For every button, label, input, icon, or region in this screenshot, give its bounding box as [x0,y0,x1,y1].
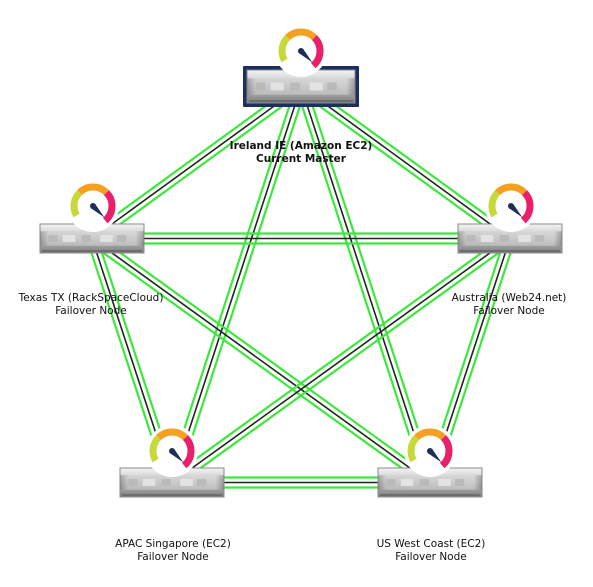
link-strand [91,85,302,240]
link-australia-apac [167,233,515,488]
link-strand [295,86,427,486]
node-name: Ireland IE (Amazon EC2) [229,140,373,152]
node-role: Failover Node [395,551,467,563]
node-role: Failover Node [137,551,209,563]
node-name: Texas TX (RackSpaceCloud) [18,292,164,304]
node-label-uswest: US West Coast (EC2) Failover Node [336,538,526,564]
link-strand [296,89,509,244]
link-ireland-uswest [295,83,436,486]
node-role: Current Master [256,153,346,165]
nodes-layer [39,25,563,498]
link-strand [175,86,307,486]
link-strand [173,241,515,488]
link-strand [166,83,298,483]
node-apac[interactable] [119,425,225,498]
link-strand [91,237,431,484]
link-strand [300,85,511,240]
link-strand [302,81,515,236]
node-name: Australia (Web24.net) [451,292,567,304]
gauge-icon [67,180,119,232]
gauge-icon [485,180,537,232]
node-role: Failover Node [55,305,127,317]
link-strand [171,237,511,484]
node-name: APAC Singapore (EC2) [115,538,231,550]
link-strand [171,85,302,484]
node-ireland[interactable] [243,25,359,107]
gauge-icon [146,425,198,477]
link-ireland-australia [296,81,515,244]
gauge-icon [275,25,327,77]
node-role: Failover Node [473,305,545,317]
link-strand [304,83,436,483]
links-layer [86,81,516,489]
link-ireland-apac [166,83,307,486]
link-strand [93,233,435,480]
link-strand [87,241,429,488]
server-icon [39,223,145,254]
node-label-australia: Australia (Web24.net) Failover Node [414,292,593,318]
link-texas-australia [90,232,512,245]
link-strand [300,85,431,484]
gauge-icon [404,425,456,477]
node-name: US West Coast (EC2) [376,538,486,550]
link-strand [87,81,300,236]
node-label-apac: APAC Singapore (EC2) Failover Node [78,538,268,564]
link-texas-uswest [87,233,435,488]
server-icon [377,467,483,498]
link-strand [93,89,306,244]
link-strand [167,233,509,480]
node-texas[interactable] [39,180,145,254]
node-label-texas: Texas TX (RackSpaceCloud) Failover Node [0,292,186,318]
node-uswest[interactable] [377,425,483,498]
node-australia[interactable] [457,180,563,254]
node-label-ireland: Ireland IE (Amazon EC2) Current Master [206,140,396,166]
link-ireland-texas [87,81,306,244]
server-icon [243,66,359,107]
